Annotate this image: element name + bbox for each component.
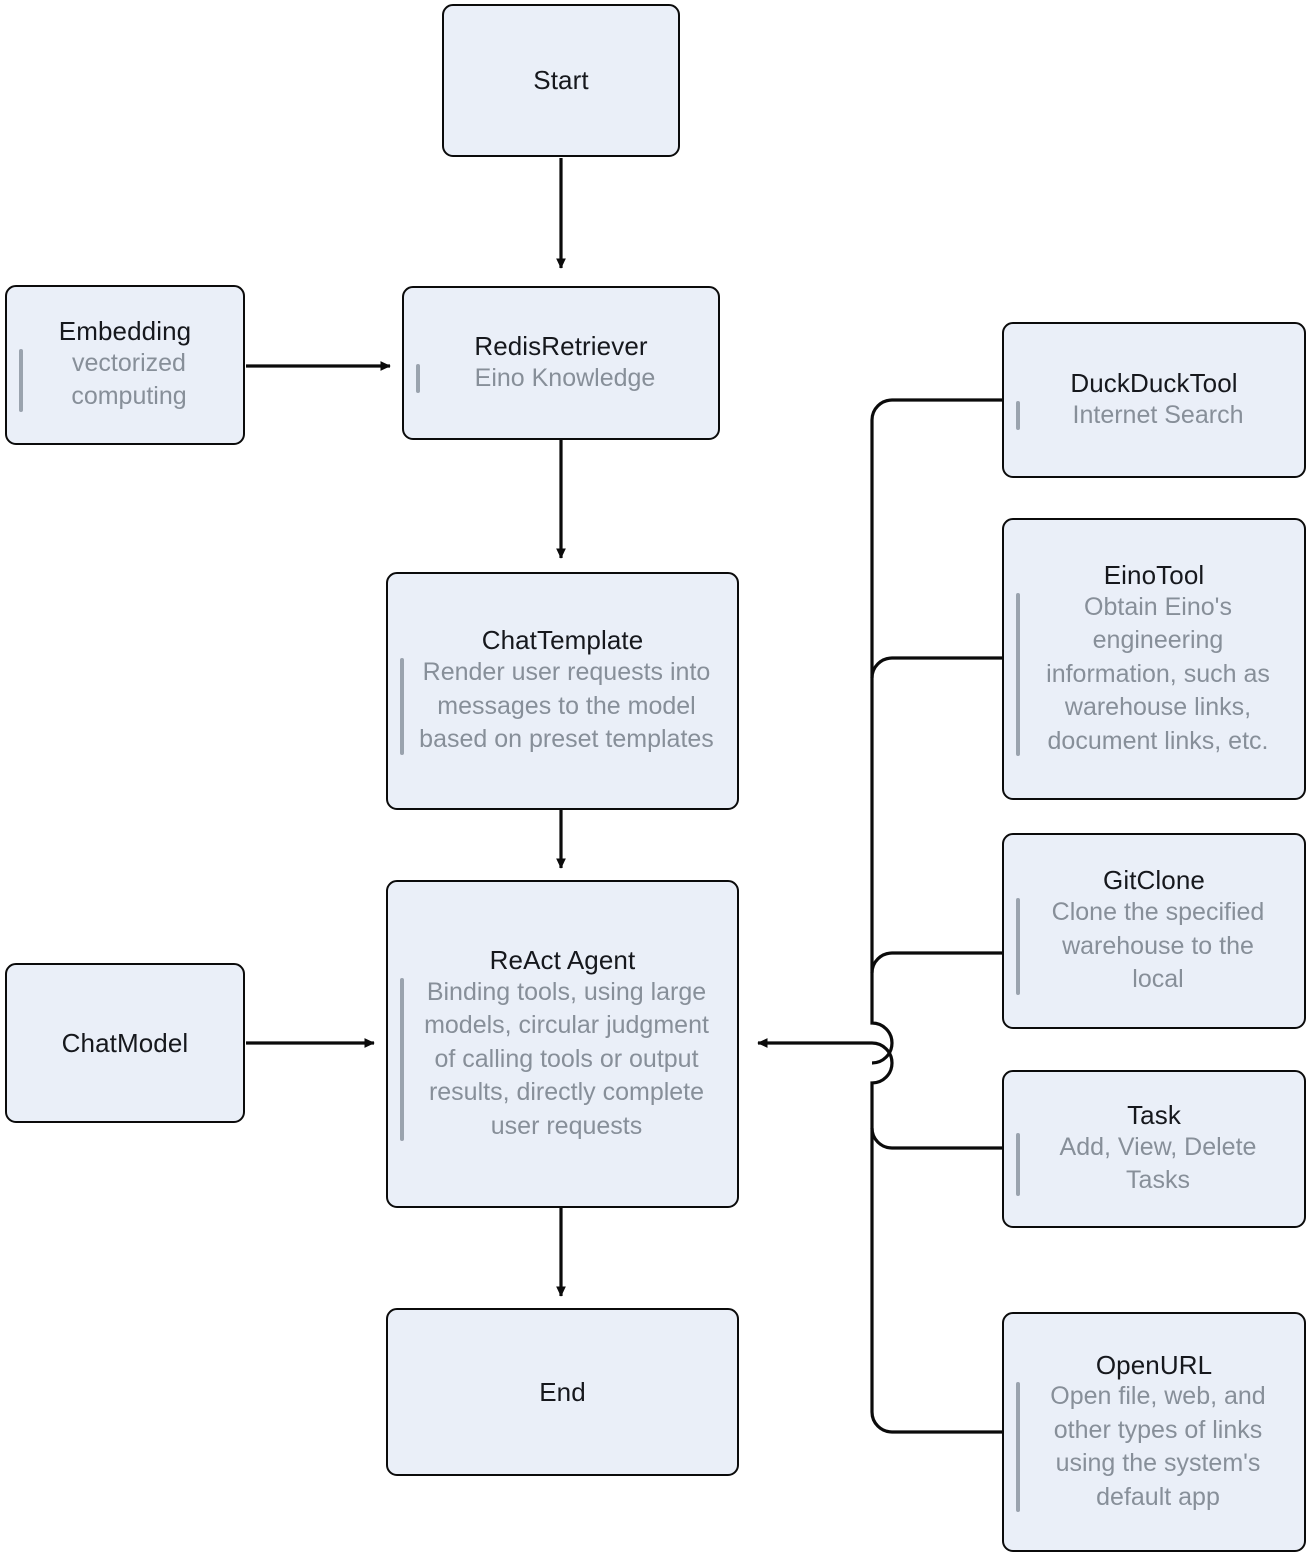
node-redisretriever-title: RedisRetriever bbox=[474, 330, 648, 361]
node-openurl[interactable]: OpenURL Open file, web, and other types … bbox=[1002, 1312, 1306, 1552]
accent-bar-icon bbox=[416, 363, 420, 394]
edge-openurl-to-trunk bbox=[870, 1041, 1002, 1434]
node-duckducktool-title: DuckDuckTool bbox=[1070, 367, 1238, 398]
node-redisretriever[interactable]: RedisRetriever Eino Knowledge bbox=[402, 286, 720, 440]
accent-bar-icon bbox=[400, 658, 404, 755]
node-reactagent-subtitle-wrap: Binding tools, using large models, circu… bbox=[388, 976, 737, 1144]
node-chatmodel-title: ChatModel bbox=[61, 1027, 189, 1058]
node-end-title: End bbox=[539, 1376, 586, 1407]
node-task-subtitle-wrap: Add, View, Delete Tasks bbox=[1004, 1131, 1304, 1198]
node-embedding-subtitle: vectorized computing bbox=[71, 348, 187, 411]
accent-bar-icon bbox=[1016, 400, 1020, 431]
accent-bar-icon bbox=[19, 348, 23, 412]
node-einotool[interactable]: EinoTool Obtain Eino's engineering infor… bbox=[1002, 518, 1306, 800]
node-gitclone-subtitle: Clone the specified warehouse to the loc… bbox=[1051, 898, 1265, 994]
edge-gitclone-to-trunk bbox=[870, 951, 1002, 974]
node-duckducktool-subtitle-wrap: Internet Search bbox=[1004, 399, 1304, 433]
accent-bar-icon bbox=[1016, 1382, 1020, 1513]
node-embedding-subtitle-wrap: vectorized computing bbox=[7, 347, 243, 414]
node-reactagent-subtitle: Binding tools, using large models, circu… bbox=[424, 977, 709, 1140]
accent-bar-icon bbox=[1016, 592, 1020, 757]
edge-task-to-trunk bbox=[870, 1127, 1002, 1150]
node-duckducktool-subtitle: Internet Search bbox=[1072, 400, 1244, 429]
node-openurl-subtitle: Open file, web, and other types of links… bbox=[1050, 1382, 1266, 1511]
node-embedding-title: Embedding bbox=[58, 316, 192, 347]
node-reactagent[interactable]: ReAct Agent Binding tools, using large m… bbox=[386, 880, 739, 1208]
node-task[interactable]: Task Add, View, Delete Tasks bbox=[1002, 1070, 1306, 1228]
node-chattemplate-subtitle: Render user requests into messages to th… bbox=[419, 658, 714, 754]
node-redisretriever-subtitle-wrap: Eino Knowledge bbox=[404, 362, 718, 396]
accent-bar-icon bbox=[1016, 898, 1020, 995]
node-chatmodel[interactable]: ChatModel bbox=[5, 963, 245, 1123]
edge-duckducktool-to-trunk bbox=[870, 398, 1002, 1065]
node-openurl-title: OpenURL bbox=[1095, 1349, 1213, 1380]
node-chattemplate[interactable]: ChatTemplate Render user requests into m… bbox=[386, 572, 739, 810]
node-embedding[interactable]: Embedding vectorized computing bbox=[5, 285, 245, 445]
node-start[interactable]: Start bbox=[442, 4, 680, 157]
node-einotool-subtitle: Obtain Eino's engineering information, s… bbox=[1046, 592, 1270, 755]
node-reactagent-title: ReAct Agent bbox=[489, 944, 636, 975]
node-task-subtitle: Add, View, Delete Tasks bbox=[1059, 1132, 1257, 1195]
edge-einotool-to-trunk bbox=[870, 656, 1002, 679]
node-openurl-subtitle-wrap: Open file, web, and other types of links… bbox=[1004, 1380, 1304, 1514]
node-einotool-title: EinoTool bbox=[1103, 559, 1205, 590]
node-duckducktool[interactable]: DuckDuckTool Internet Search bbox=[1002, 322, 1306, 478]
accent-bar-icon bbox=[1016, 1132, 1020, 1196]
node-chattemplate-title: ChatTemplate bbox=[481, 625, 644, 656]
accent-bar-icon bbox=[400, 977, 404, 1142]
node-redisretriever-subtitle: Eino Knowledge bbox=[474, 363, 656, 392]
node-gitclone-title: GitClone bbox=[1103, 865, 1205, 896]
node-task-title: Task bbox=[1127, 1100, 1181, 1131]
node-end[interactable]: End bbox=[386, 1308, 739, 1476]
node-gitclone-subtitle-wrap: Clone the specified warehouse to the loc… bbox=[1004, 896, 1304, 997]
node-einotool-subtitle-wrap: Obtain Eino's engineering information, s… bbox=[1004, 591, 1304, 759]
node-start-title: Start bbox=[533, 65, 589, 96]
node-gitclone[interactable]: GitClone Clone the specified warehouse t… bbox=[1002, 833, 1306, 1029]
node-chattemplate-subtitle-wrap: Render user requests into messages to th… bbox=[388, 656, 737, 757]
